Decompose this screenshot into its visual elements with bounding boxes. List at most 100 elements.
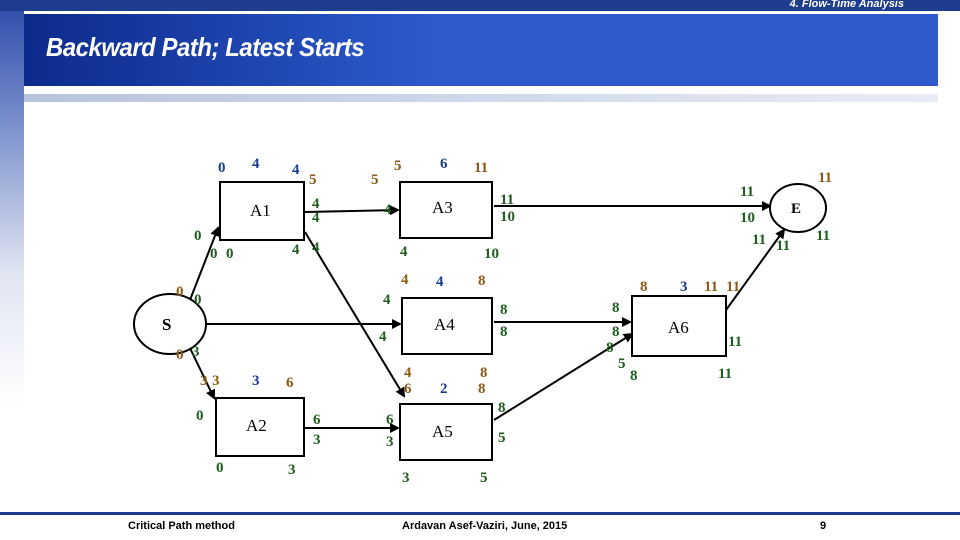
- node-a4-box: [401, 297, 493, 355]
- a2-lf: 3: [288, 462, 296, 478]
- a5-r2: 5: [498, 430, 506, 446]
- a5-left1: 6: [386, 412, 394, 428]
- node-e-circle: [769, 183, 827, 233]
- e-in1: 11: [740, 184, 754, 200]
- a6-ls: 8: [630, 368, 638, 384]
- node-a6-box: [631, 295, 727, 357]
- a5-es2: 6: [404, 381, 412, 397]
- a2-ef: 6: [286, 375, 294, 391]
- a3-r2: 10: [500, 209, 515, 225]
- a2-ls: 0: [216, 460, 224, 476]
- node-a3-label: A3: [432, 198, 453, 217]
- top-bar: 4. Flow-Time Analysis: [0, 0, 960, 11]
- a1-r2: 4: [312, 210, 320, 226]
- node-a5-label: A5: [432, 422, 453, 441]
- a6-r: 11: [728, 334, 742, 350]
- a6-duration: 3: [680, 279, 688, 295]
- a5-r1: 8: [498, 400, 506, 416]
- section-label: 4. Flow-Time Analysis: [789, 0, 904, 10]
- a4-r2: 8: [500, 324, 508, 340]
- arrow-s-a1: [189, 226, 220, 301]
- a3-lf: 10: [484, 246, 499, 262]
- s-top2: 0: [194, 292, 202, 308]
- a5-duration: 2: [440, 381, 448, 397]
- a2-es1: 3: [200, 373, 208, 389]
- a3-r1: 11: [500, 192, 514, 208]
- a6-es: 8: [640, 279, 648, 295]
- a3-left: 4: [384, 202, 392, 218]
- a1-out-5: 5: [309, 172, 317, 188]
- a5-ef1: 8: [480, 365, 488, 381]
- a4-duration: 4: [436, 274, 444, 290]
- a1-lf1: 4: [292, 242, 300, 258]
- arrow-a1-a3: [304, 205, 400, 216]
- arrow-a1-a5: [304, 231, 406, 398]
- a3-es: 5: [394, 158, 402, 174]
- slide-title: Backward Path; Latest Starts: [46, 32, 365, 62]
- a5-left2: 3: [386, 434, 394, 450]
- left-gradient-strip: [0, 0, 24, 540]
- node-a4-label: A4: [434, 315, 455, 334]
- node-s-circle: [133, 293, 207, 355]
- node-a1-box: [219, 181, 305, 241]
- node-a6-label: A6: [668, 318, 689, 337]
- e-right: 11: [816, 228, 830, 244]
- a1-lf2: 4: [312, 240, 320, 256]
- arrow-a5-a6: [493, 332, 634, 421]
- e-in2: 10: [740, 210, 755, 226]
- a4-ef: 8: [478, 273, 486, 289]
- footer-left: Critical Path method: [128, 520, 235, 532]
- arrow-a6-e: [725, 228, 786, 311]
- a1-ef: 4: [292, 162, 300, 178]
- a6-in2: 8: [612, 324, 620, 340]
- a2-left: 0: [196, 408, 204, 424]
- footer-line: [0, 512, 960, 515]
- a3-duration: 6: [440, 156, 448, 172]
- e-in3: 11: [752, 232, 766, 248]
- a1-ls2: 0: [226, 246, 234, 262]
- node-e-label: E: [791, 201, 801, 217]
- a4-in: 4: [401, 272, 409, 288]
- e-top: 11: [818, 170, 832, 186]
- a6-lf: 11: [718, 366, 732, 382]
- a4-r1: 8: [500, 302, 508, 318]
- a6-in1: 8: [612, 300, 620, 316]
- a1-ls1: 0: [210, 246, 218, 262]
- node-a5-box: [399, 403, 493, 461]
- e-in4: 11: [776, 238, 790, 254]
- a2-duration: 3: [252, 373, 260, 389]
- a1-duration: 4: [252, 156, 260, 172]
- node-s-label: S: [162, 315, 171, 334]
- node-a3-box: [399, 181, 493, 239]
- node-a2-label: A2: [246, 416, 267, 435]
- page-number: 9: [820, 520, 827, 532]
- s-bot: 0: [176, 347, 184, 363]
- a2-r2: 3: [313, 432, 321, 448]
- a5-ef2: 8: [478, 381, 486, 397]
- a4-left: 4: [379, 329, 387, 345]
- node-a1-label: A1: [250, 201, 271, 220]
- title-banner: Backward Path; Latest Starts: [24, 14, 938, 86]
- a5-lf: 5: [480, 470, 488, 486]
- s-top: 0: [176, 284, 184, 300]
- node-a2-box: [215, 397, 305, 457]
- a4-es: 4: [383, 292, 391, 308]
- s-bot2: 3: [192, 344, 200, 360]
- title-underline: [24, 94, 938, 102]
- a3-ef: 11: [474, 160, 488, 176]
- footer-center: Ardavan Asef-Vaziri, June, 2015: [402, 520, 568, 532]
- a1-es: 0: [218, 160, 226, 176]
- a3-in-5: 5: [371, 172, 379, 188]
- a1-left: 0: [194, 228, 202, 244]
- a6-in3: 8: [606, 340, 614, 356]
- arrow-s-a2: [189, 347, 216, 400]
- a2-r1: 6: [313, 412, 321, 428]
- a5-es1: 4: [404, 365, 412, 381]
- a3-ls: 4: [400, 244, 408, 260]
- a6-in4: 5: [618, 356, 626, 372]
- a2-es2: 3: [212, 373, 220, 389]
- a6-ef1: 11: [704, 279, 718, 295]
- a5-ls: 3: [402, 470, 410, 486]
- a1-r1: 4: [312, 196, 320, 212]
